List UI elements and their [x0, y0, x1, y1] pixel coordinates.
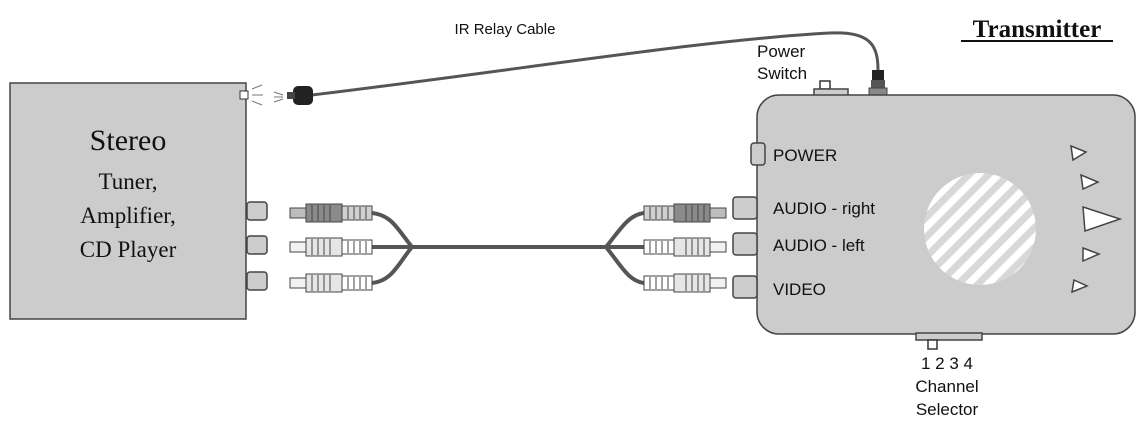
ir-relay-cable-label: IR Relay Cable: [455, 21, 556, 38]
power-jack: [750, 142, 766, 166]
port-label-audio-left: AUDIO - left: [773, 236, 865, 255]
port-label-audio-right: AUDIO - right: [773, 199, 875, 218]
channel-selector-knob[interactable]: [927, 339, 938, 350]
audio-right-jack: [732, 196, 758, 220]
stereo-line-1: Tuner,: [99, 169, 158, 194]
port-label-power: POWER: [773, 146, 837, 165]
power-switch-label-2: Switch: [757, 64, 807, 83]
signal-triangle-4: [1082, 246, 1101, 263]
rca-plug-left-white-2: [289, 273, 373, 293]
signal-triangle-1: [1070, 144, 1088, 162]
ir-cable-connector: [868, 70, 888, 97]
stereo-jack-3: [246, 271, 268, 291]
channel-numbers: 1 2 3 4: [921, 354, 973, 373]
ir-sensor: [239, 90, 249, 100]
signal-triangle-3: [1082, 205, 1123, 233]
stereo-unit: Stereo Tuner, Amplifier, CD Player: [9, 82, 268, 320]
rca-plug-right-red: [643, 203, 727, 223]
channel-selector-label-2: Selector: [916, 400, 979, 419]
rca-plug-right-white-2: [643, 273, 727, 293]
ir-relay-cable: [311, 31, 880, 97]
rca-plug-left-red: [289, 203, 373, 223]
audio-left-jack: [732, 232, 758, 256]
channel-selector-label-1: Channel: [915, 377, 978, 396]
video-jack: [732, 275, 758, 299]
stereo-box: [9, 82, 247, 320]
transmitter-speaker-disc: [924, 173, 1036, 285]
stereo-title: Stereo: [90, 124, 167, 157]
rca-plug-right-white-1: [643, 237, 727, 257]
signal-triangle-2: [1080, 173, 1100, 191]
rca-plug-left-white-1: [289, 237, 373, 257]
rca-cable-harness: [371, 211, 645, 285]
ir-emitter: [273, 86, 313, 105]
port-label-video: VIDEO: [773, 280, 826, 299]
stereo-jack-2: [246, 235, 268, 255]
channel-selector-slot: [915, 332, 983, 341]
transmitter-title: Transmitter: [973, 16, 1102, 43]
stereo-line-2: Amplifier,: [80, 203, 176, 228]
stereo-line-3: CD Player: [80, 237, 177, 262]
power-switch-label-1: Power: [757, 42, 806, 61]
stereo-jack-1: [246, 201, 268, 221]
signal-triangle-5: [1071, 278, 1089, 294]
power-switch-knob[interactable]: [819, 80, 831, 90]
